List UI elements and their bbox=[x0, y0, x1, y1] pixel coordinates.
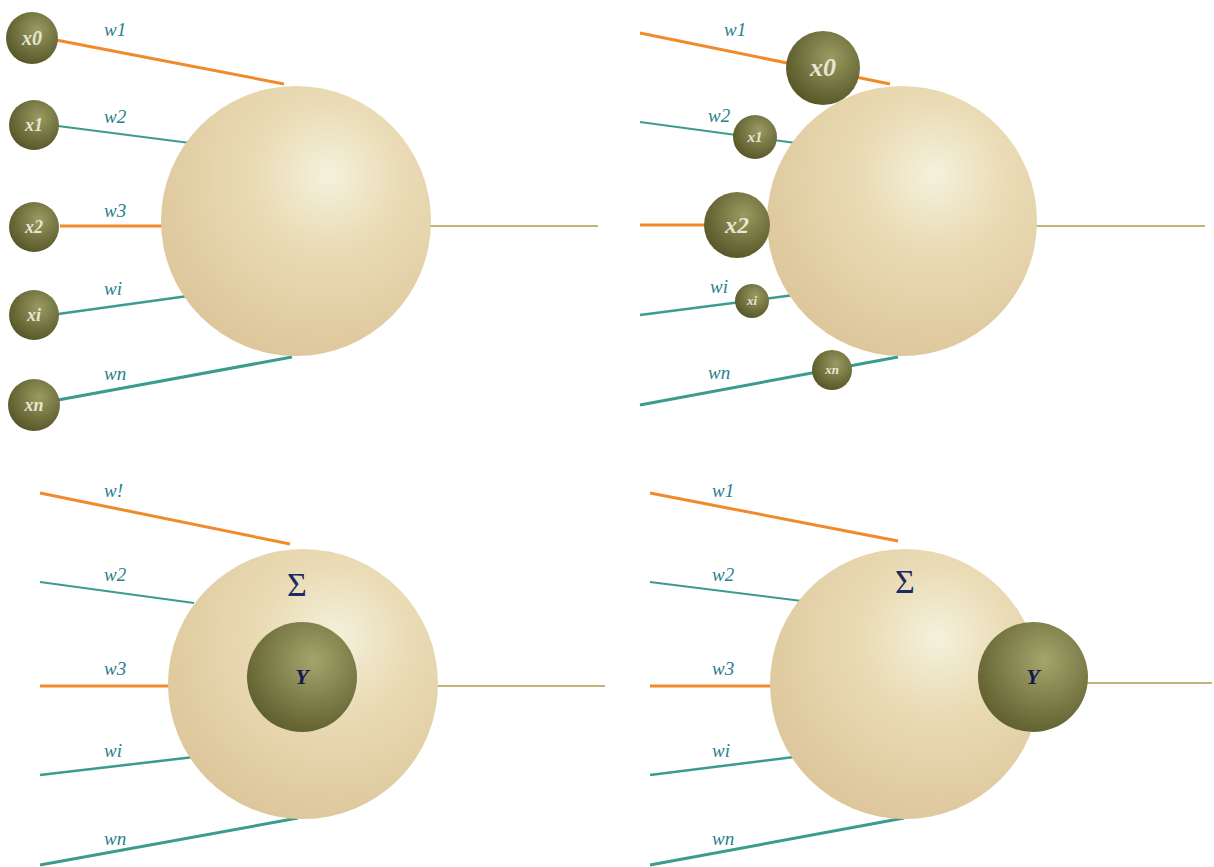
node-text: xn bbox=[24, 395, 43, 416]
weighted-input-circle: xn bbox=[812, 350, 852, 390]
node-text: x1 bbox=[748, 129, 763, 146]
node-text: Y bbox=[295, 664, 308, 690]
weight-label: w3 bbox=[104, 201, 126, 220]
weight-label: w3 bbox=[104, 659, 126, 678]
weight-label: w! bbox=[104, 481, 123, 500]
circle-fill bbox=[812, 350, 852, 390]
summation-neuron: ΣY bbox=[770, 549, 1040, 819]
circle-fill bbox=[247, 622, 357, 732]
input-circle: xn bbox=[8, 379, 60, 431]
input-lines bbox=[640, 33, 1205, 405]
weight-label: wi bbox=[712, 741, 730, 760]
weighted-input-circle: x0 bbox=[786, 31, 860, 105]
input-circle: xi bbox=[9, 290, 59, 340]
weight-label: wi bbox=[104, 279, 122, 298]
circle-fill bbox=[786, 31, 860, 105]
weight-label: wn bbox=[104, 364, 126, 383]
weight-label: w2 bbox=[712, 565, 734, 584]
weight-label: w1 bbox=[104, 20, 126, 39]
circle-fill bbox=[9, 202, 59, 252]
weight-label: wi bbox=[104, 741, 122, 760]
input-lines bbox=[56, 40, 598, 400]
weighted-input-circle: x2 bbox=[704, 192, 770, 258]
output-circle: Y bbox=[247, 622, 357, 732]
input-circle: x0 bbox=[6, 12, 58, 64]
circle-fill bbox=[9, 290, 59, 340]
weighted-input-circle: xi bbox=[735, 284, 769, 318]
weight-label: wn bbox=[708, 363, 730, 382]
node-text: x0 bbox=[810, 53, 836, 83]
node-text: x1 bbox=[25, 115, 43, 136]
node-text: xi bbox=[747, 293, 757, 309]
node-text: x2 bbox=[25, 217, 43, 238]
weight-label: w3 bbox=[712, 659, 734, 678]
circle-fill bbox=[735, 284, 769, 318]
weight-label: w2 bbox=[104, 107, 126, 126]
circle-fill bbox=[9, 100, 59, 150]
circle-fill bbox=[978, 622, 1088, 732]
sum-symbol: Σ bbox=[287, 566, 307, 604]
circle-fill bbox=[733, 115, 777, 159]
weight-label: wn bbox=[712, 829, 734, 848]
circle-fill bbox=[168, 549, 438, 819]
weight-label: w2 bbox=[104, 565, 126, 584]
circle-fill bbox=[6, 12, 58, 64]
circle-fill bbox=[704, 192, 770, 258]
summation-neuron: ΣY bbox=[168, 549, 438, 819]
neuron-body bbox=[767, 86, 1037, 356]
input-lines bbox=[650, 493, 1212, 865]
node-text: Y bbox=[1026, 664, 1039, 690]
input-circle: x2 bbox=[9, 202, 59, 252]
weighted-input-circle: x1 bbox=[733, 115, 777, 159]
weight-label: w1 bbox=[724, 20, 746, 39]
node-text: x0 bbox=[22, 27, 42, 50]
input-circle: x1 bbox=[9, 100, 59, 150]
input-lines bbox=[40, 493, 605, 865]
node-text: xn bbox=[825, 362, 839, 378]
output-circle: Y bbox=[978, 622, 1088, 732]
node-text: xi bbox=[27, 305, 41, 326]
sum-symbol: Σ bbox=[895, 563, 915, 601]
weight-label: w2 bbox=[708, 106, 730, 125]
weight-label: wi bbox=[710, 277, 728, 296]
neuron-body bbox=[161, 86, 431, 356]
node-text: x2 bbox=[725, 212, 749, 239]
weight-label: wn bbox=[104, 829, 126, 848]
circle-fill bbox=[8, 379, 60, 431]
weight-label: w1 bbox=[712, 481, 734, 500]
